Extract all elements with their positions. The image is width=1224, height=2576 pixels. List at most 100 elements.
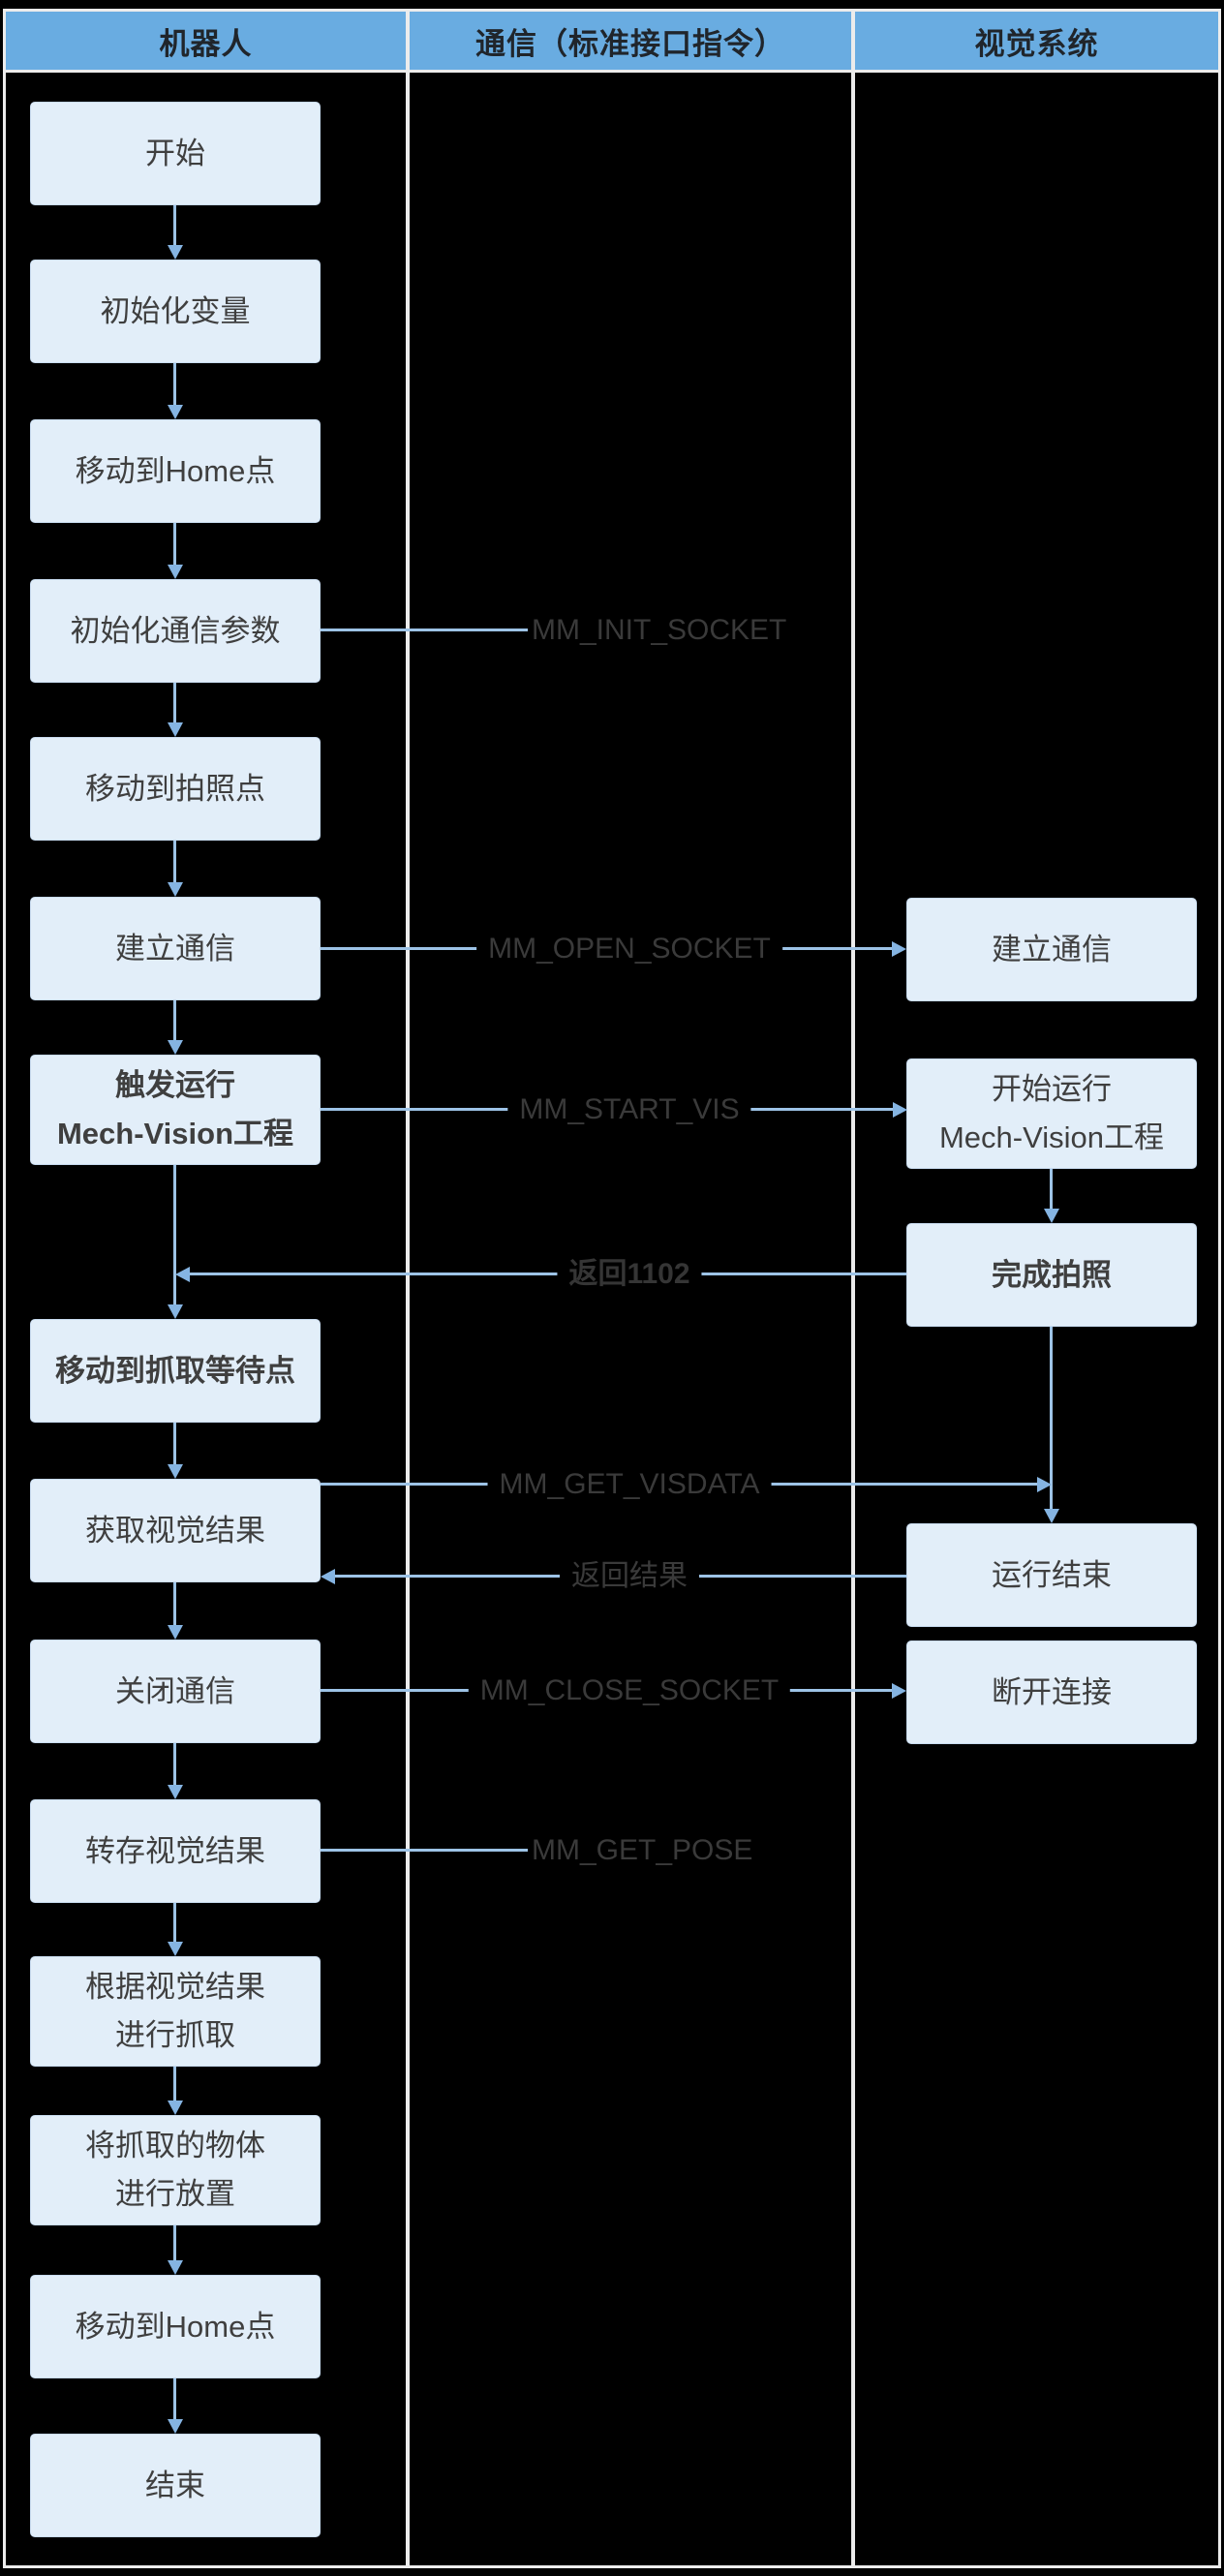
message-line-mm-init-socket	[321, 629, 528, 631]
flow-node-label: 开始运行	[992, 1072, 1112, 1106]
lane-divider-left	[406, 9, 410, 2568]
arrowhead-down-icon	[168, 1625, 183, 1640]
arrowhead-down-icon	[168, 2260, 183, 2275]
flow-node-init-vars: 初始化变量	[30, 260, 321, 363]
arrowhead-down-icon	[168, 565, 183, 579]
flow-node-init-comm-params: 初始化通信参数	[30, 579, 321, 683]
flow-connector-line	[173, 1423, 176, 1466]
flow-node-label: 触发运行	[115, 1068, 235, 1102]
flow-connector-line	[173, 2067, 176, 2102]
flow-node-label: 关闭通信	[115, 1673, 235, 1708]
flow-connector-line	[173, 2225, 176, 2262]
lane-header-robot: 机器人	[6, 12, 406, 70]
lane-header-label: 机器人	[159, 26, 253, 61]
flow-node-label: 移动到抓取等待点	[55, 1353, 295, 1388]
flow-node-move-home-1: 移动到Home点	[30, 419, 321, 523]
arrowhead-down-icon	[168, 1464, 183, 1479]
flow-connector-line	[1050, 1327, 1053, 1511]
flow-connector-line	[173, 363, 176, 407]
flow-node-get-vision-result: 获取视觉结果	[30, 1479, 321, 1582]
message-line-mm-get-pose	[321, 1849, 528, 1852]
flow-connector-line	[1050, 1169, 1053, 1211]
flow-node-label: 初始化变量	[100, 293, 251, 328]
flow-node-photo-done: 完成拍照	[906, 1223, 1197, 1327]
arrowhead-down-icon	[168, 1785, 183, 1799]
table-frame-bottom	[3, 2565, 1221, 2568]
arrowhead-down-icon	[168, 722, 183, 737]
flow-node-move-home-2: 移动到Home点	[30, 2275, 321, 2378]
arrowhead-down-icon	[168, 2101, 183, 2115]
table-frame-right	[1218, 9, 1221, 2568]
message-label-mm-init-socket: MM_INIT_SOCKET	[532, 614, 787, 646]
flow-node-label: 建立通信	[992, 932, 1112, 966]
arrowhead-right-icon	[1037, 1477, 1052, 1492]
arrowhead-down-icon	[168, 2419, 183, 2434]
message-label-return-result: 返回结果	[560, 1555, 699, 1598]
flow-connector-line	[173, 1903, 176, 1944]
message-line-return-1102	[190, 1273, 906, 1275]
flow-node-label: 建立通信	[115, 931, 235, 966]
arrowhead-down-icon	[1044, 1209, 1059, 1223]
message-label-mm-open-socket: MM_OPEN_SOCKET	[476, 928, 782, 970]
flow-node-label: 根据视觉结果	[85, 1970, 265, 2004]
arrowhead-down-icon	[168, 1304, 183, 1319]
flow-node-grasp-by-result: 根据视觉结果进行抓取	[30, 1956, 321, 2067]
arrowhead-right-icon	[892, 941, 906, 957]
lane-header-label: 视觉系统	[974, 26, 1099, 61]
message-label-mm-get-pose: MM_GET_POSE	[532, 1834, 753, 1866]
flow-node-label: 进行放置	[115, 2177, 235, 2211]
arrowhead-right-icon	[893, 1102, 907, 1118]
arrowhead-left-icon	[175, 1267, 190, 1282]
flow-connector-line	[173, 1582, 176, 1627]
flow-node-label: 完成拍照	[992, 1257, 1112, 1292]
flow-connector-line	[173, 683, 176, 724]
flow-connector-line	[173, 205, 176, 247]
flow-node-place-object: 将抓取的物体进行放置	[30, 2115, 321, 2225]
flow-node-label: 转存视觉结果	[85, 1833, 265, 1868]
flow-node-move-photo-point: 移动到拍照点	[30, 737, 321, 841]
flow-node-label: 移动到Home点	[75, 2309, 276, 2344]
flow-node-start: 开始	[30, 102, 321, 205]
flow-connector-line	[173, 1000, 176, 1042]
flow-node-end: 结束	[30, 2434, 321, 2537]
lane-header-vision: 视觉系统	[855, 12, 1218, 70]
arrowhead-down-icon	[1044, 1509, 1059, 1523]
flow-node-label: 移动到Home点	[75, 453, 276, 488]
table-frame-top	[3, 9, 1221, 12]
flow-node-run-finished: 运行结束	[906, 1523, 1197, 1627]
flow-node-close-comm: 关闭通信	[30, 1640, 321, 1743]
flow-node-label: 断开连接	[992, 1674, 1112, 1709]
flow-node-label: Mech-Vision工程	[938, 1120, 1164, 1154]
message-label-mm-get-visdata: MM_GET_VISDATA	[487, 1463, 772, 1506]
flow-connector-line	[173, 1165, 176, 1306]
message-label-mm-close-socket: MM_CLOSE_SOCKET	[468, 1670, 791, 1712]
arrowhead-down-icon	[168, 882, 183, 897]
flow-node-store-vision-result: 转存视觉结果	[30, 1799, 321, 1903]
flow-node-label: Mech-Vision工程	[56, 1117, 294, 1150]
flow-node-label: 进行抓取	[115, 2018, 235, 2052]
flow-node-disconnect: 断开连接	[906, 1641, 1197, 1744]
flow-node-label: 移动到拍照点	[85, 771, 265, 806]
flow-node-move-grasp-wait: 移动到抓取等待点	[30, 1319, 321, 1423]
flow-node-label: 初始化通信参数	[70, 613, 281, 648]
flow-node-label: 运行结束	[992, 1557, 1112, 1592]
lane-header-communication: 通信（标准接口指令）	[410, 12, 851, 70]
lane-header-label: 通信（标准接口指令）	[475, 26, 785, 61]
lane-divider-right	[851, 9, 855, 2568]
header-underline	[3, 70, 1221, 73]
arrowhead-left-icon	[321, 1569, 335, 1584]
message-label-return-1102: 返回1102	[557, 1253, 702, 1296]
flow-node-label: 获取视觉结果	[85, 1513, 265, 1548]
table-frame-left	[3, 9, 6, 2568]
arrowhead-down-icon	[168, 405, 183, 419]
flow-node-label: 开始	[145, 136, 205, 170]
flow-connector-line	[173, 523, 176, 567]
flow-node-label: 结束	[145, 2468, 205, 2502]
flow-connector-line	[173, 1743, 176, 1787]
arrowhead-down-icon	[168, 1942, 183, 1956]
flow-connector-line	[173, 841, 176, 884]
flow-node-label: 将抓取的物体	[85, 2129, 265, 2162]
arrowhead-down-icon	[168, 1040, 183, 1055]
arrowhead-down-icon	[168, 245, 183, 260]
